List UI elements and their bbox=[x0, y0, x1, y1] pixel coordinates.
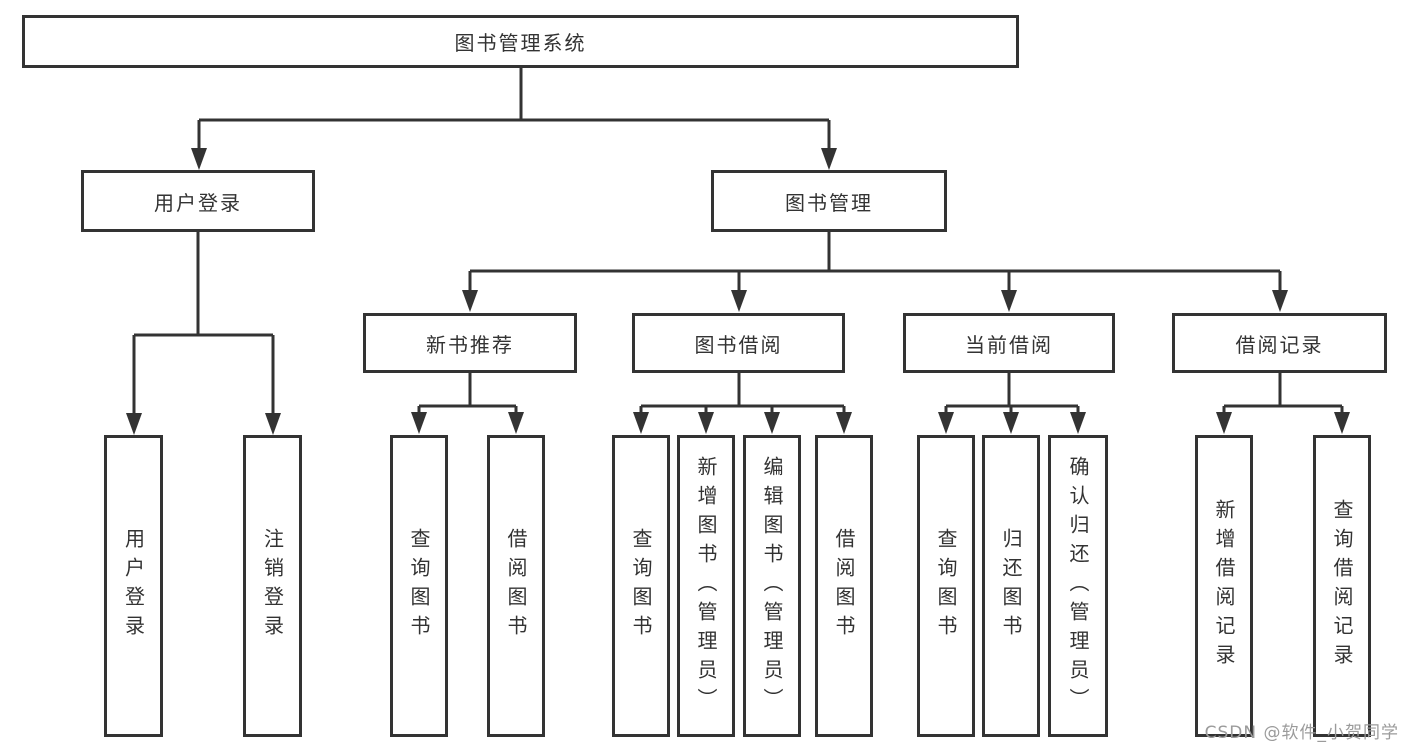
arrowheads bbox=[126, 148, 1350, 435]
leaf-recommend-borrow-books-label: 借阅图书 bbox=[504, 528, 528, 644]
node-root-system: 图书管理系统 bbox=[22, 15, 1019, 68]
leaf-return-books-label: 归还图书 bbox=[999, 528, 1023, 644]
leaf-recommend-query-books: 查询图书 bbox=[390, 435, 448, 737]
node-user-login: 用户登录 bbox=[81, 170, 315, 232]
leaf-user-login-label: 用户登录 bbox=[121, 528, 146, 644]
leaf-add-borrow-record: 新增借阅记录 bbox=[1195, 435, 1253, 737]
watermark: CSDN @软件_小贺同学 bbox=[1204, 723, 1399, 743]
node-current-borrow-label: 当前借阅 bbox=[965, 332, 1053, 357]
node-book-management: 图书管理 bbox=[711, 170, 947, 232]
node-user-login-label: 用户登录 bbox=[154, 190, 242, 215]
node-book-management-label: 图书管理 bbox=[785, 190, 873, 215]
leaf-user-login: 用户登录 bbox=[104, 435, 163, 737]
leaf-borrow-query-books-label: 查询图书 bbox=[629, 528, 653, 644]
leaf-borrow-books-label: 借阅图书 bbox=[832, 528, 856, 644]
leaf-borrow-query-books: 查询图书 bbox=[612, 435, 670, 737]
leaf-logout-label: 注销登录 bbox=[260, 528, 285, 644]
leaf-query-borrow-record-label: 查询借阅记录 bbox=[1330, 499, 1354, 673]
leaf-add-borrow-record-label: 新增借阅记录 bbox=[1212, 499, 1236, 673]
leaf-return-books: 归还图书 bbox=[982, 435, 1040, 737]
leaf-query-borrow-record: 查询借阅记录 bbox=[1313, 435, 1371, 737]
leaf-edit-books-admin-label: 编辑图书（管理员） bbox=[760, 455, 784, 717]
leaf-logout: 注销登录 bbox=[243, 435, 302, 737]
node-current-borrow: 当前借阅 bbox=[903, 313, 1115, 373]
node-root-system-label: 图书管理系统 bbox=[454, 31, 587, 55]
tree-connectors bbox=[132, 68, 1344, 418]
leaf-current-query-books-label: 查询图书 bbox=[934, 528, 958, 644]
node-book-borrow: 图书借阅 bbox=[632, 313, 845, 373]
leaf-recommend-borrow-books: 借阅图书 bbox=[487, 435, 545, 737]
leaf-add-books-admin: 新增图书（管理员） bbox=[677, 435, 735, 737]
leaf-add-books-admin-label: 新增图书（管理员） bbox=[694, 455, 718, 717]
node-book-borrow-label: 图书借阅 bbox=[694, 332, 783, 357]
leaf-confirm-return-admin: 确认归还（管理员） bbox=[1048, 435, 1108, 737]
node-borrow-records-label: 借阅记录 bbox=[1235, 332, 1324, 357]
leaf-current-query-books: 查询图书 bbox=[917, 435, 975, 737]
leaf-recommend-query-books-label: 查询图书 bbox=[407, 528, 431, 644]
leaf-borrow-books: 借阅图书 bbox=[815, 435, 873, 737]
leaf-confirm-return-admin-label: 确认归还（管理员） bbox=[1066, 455, 1090, 717]
leaf-edit-books-admin: 编辑图书（管理员） bbox=[743, 435, 801, 737]
node-borrow-records: 借阅记录 bbox=[1172, 313, 1387, 373]
node-new-book-recommend-label: 新书推荐 bbox=[426, 332, 514, 357]
node-new-book-recommend: 新书推荐 bbox=[363, 313, 577, 373]
